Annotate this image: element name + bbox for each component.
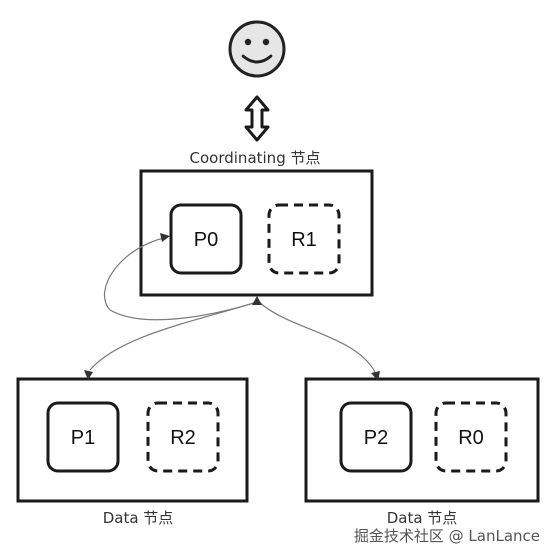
svg-text:P2: P2 — [364, 427, 388, 449]
coordinating-node-label: Coordinating 节点 — [190, 149, 321, 167]
bidirectional-arrow-icon — [244, 95, 270, 142]
connector-to-data-node-1 — [84, 301, 258, 380]
shard-r1: R1 — [267, 203, 341, 275]
connector-to-data-node-2 — [258, 301, 380, 381]
shard-p1: P1 — [46, 401, 120, 473]
data-node-1-label: Data 节点 — [103, 509, 174, 527]
shard-r2: R2 — [146, 401, 220, 473]
data-node-1: P1 R2 — [16, 377, 249, 503]
shard-r0: R0 — [434, 401, 508, 473]
svg-text:P1: P1 — [71, 427, 95, 449]
svg-text:R1: R1 — [291, 229, 317, 251]
junction-arrow-icon — [252, 296, 262, 305]
connector-left-loop — [104, 233, 258, 321]
data-node-2: P2 R0 — [304, 377, 540, 503]
shard-p0: P0 — [169, 203, 243, 275]
svg-text:P0: P0 — [194, 229, 218, 251]
watermark: 掘金技术社区 @ LanLance — [354, 527, 540, 545]
svg-text:R2: R2 — [170, 427, 196, 449]
svg-text:R0: R0 — [458, 427, 484, 449]
shard-p2: P2 — [339, 401, 413, 473]
smiley-face-icon — [228, 20, 286, 78]
data-node-2-label: Data 节点 — [387, 509, 458, 527]
coordinating-node: P0 R1 — [139, 169, 374, 297]
